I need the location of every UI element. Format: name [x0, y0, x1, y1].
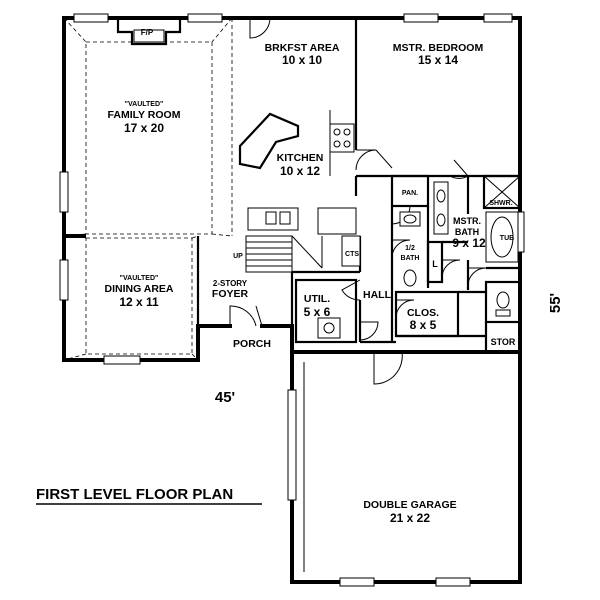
kitchen-size: 10 x 12	[280, 164, 320, 178]
dining-area-name: DINING AREA	[104, 283, 173, 295]
family-room-note: "VAULTED"	[125, 101, 164, 108]
depth-dimension: 55'	[547, 293, 564, 313]
master-bath-name-1: MSTR.	[453, 216, 481, 226]
dining-area-note: "VAULTED"	[120, 275, 159, 282]
interior-walls	[62, 18, 522, 352]
windows	[59, 13, 525, 587]
shower-label: SHWR.	[489, 200, 512, 207]
half-bath-name-1: 1/2	[405, 245, 415, 252]
half-bath-name-2: BATH	[401, 255, 420, 262]
bath-fixtures	[399, 175, 521, 317]
storage-label: STOR	[491, 337, 516, 347]
stairs	[245, 235, 323, 273]
closet-name: CLOS.	[407, 307, 439, 319]
breakfast-size: 10 x 10	[282, 53, 322, 67]
linen-label: L	[432, 259, 438, 269]
foyer-name-1: 2-STORY	[213, 279, 248, 288]
kitchen-name: KITCHEN	[277, 152, 324, 164]
family-room-name: FAMILY ROOM	[108, 109, 181, 121]
master-bath-name-2: BATH	[455, 227, 479, 237]
porch-label: PORCH	[233, 338, 271, 350]
plan-title: FIRST LEVEL FLOOR PLAN	[36, 486, 233, 503]
utility-fixtures	[317, 317, 341, 339]
utility-name: UTIL.	[304, 293, 330, 305]
dining-area-size: 12 x 11	[119, 295, 159, 309]
fireplace-label: F/P	[141, 28, 154, 37]
master-bedroom-name: MSTR. BEDROOM	[393, 42, 484, 54]
stairs-up-label: UP	[233, 253, 243, 260]
pantry-label: PAN.	[402, 190, 418, 197]
garage-name: DOUBLE GARAGE	[363, 499, 456, 511]
closet-size: 8 x 5	[410, 318, 437, 332]
tub-label: TUB	[500, 235, 514, 242]
room-labels: F/P "VAULTED" FAMILY ROOM 17 x 20 "VAULT…	[104, 28, 515, 525]
foyer-name-2: FOYER	[212, 288, 249, 300]
family-room-size: 17 x 20	[124, 121, 164, 135]
fireplace	[116, 18, 182, 46]
master-bath-size: 9 x 12	[452, 236, 486, 250]
master-bedroom-size: 15 x 14	[418, 53, 458, 67]
breakfast-name: BRKFST AREA	[265, 42, 340, 54]
utility-size: 5 x 6	[304, 305, 331, 319]
cabinets-label: CTS.	[345, 251, 361, 258]
kitchen-fixtures	[238, 110, 361, 267]
width-dimension: 45'	[215, 389, 235, 406]
garage-size: 21 x 22	[390, 511, 430, 525]
hall-label: HALL	[363, 289, 392, 301]
doors	[229, 17, 487, 385]
